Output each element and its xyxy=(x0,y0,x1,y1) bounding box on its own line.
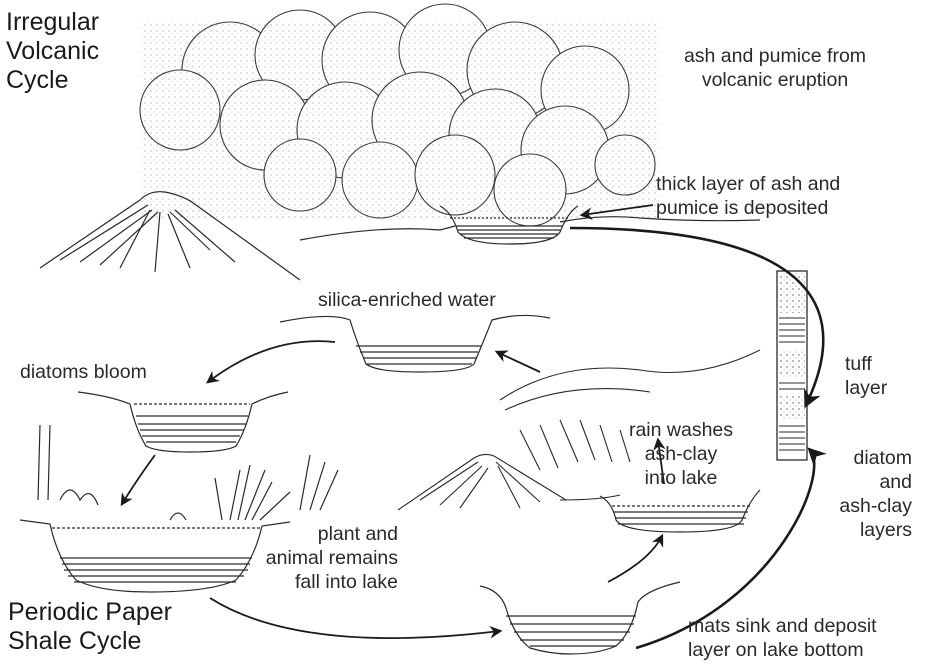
arrow-plants-to-mats xyxy=(210,598,500,638)
basin-diatoms xyxy=(78,392,288,452)
label-silica-enriched-water: silica-enriched water xyxy=(318,288,496,312)
arrow-diatoms-to-plants xyxy=(122,455,155,504)
title-irregular-volcanic-cycle: Irregular Volcanic Cycle xyxy=(6,8,99,95)
basin-silica xyxy=(280,315,550,372)
arrow-rain-to-silica xyxy=(497,352,540,372)
arrow-silica-to-diatoms xyxy=(208,341,335,382)
core-column xyxy=(777,271,807,460)
label-mats-sink: mats sink and deposit layer on lake bott… xyxy=(688,614,877,662)
label-diatom-and-ash-clay-layers: diatom and ash-clay layers xyxy=(820,446,912,542)
arrow-mats-to-rain xyxy=(608,536,662,582)
label-diatoms-bloom: diatoms bloom xyxy=(20,360,147,384)
title-periodic-paper-shale-cycle: Periodic Paper Shale Cycle xyxy=(8,598,172,656)
label-tuff-layer: tuff layer xyxy=(845,352,887,400)
basin-rain xyxy=(600,490,760,532)
label-rain-washes: rain washes ash-clay into lake xyxy=(626,418,736,490)
label-ash-and-pumice: ash and pumice from volcanic eruption xyxy=(640,44,910,92)
label-thick-layer: thick layer of ash and pumice is deposit… xyxy=(656,172,840,220)
ash-stipple xyxy=(140,20,660,220)
label-plant-and-animal-remains: plant and animal remains fall into lake xyxy=(262,522,398,594)
